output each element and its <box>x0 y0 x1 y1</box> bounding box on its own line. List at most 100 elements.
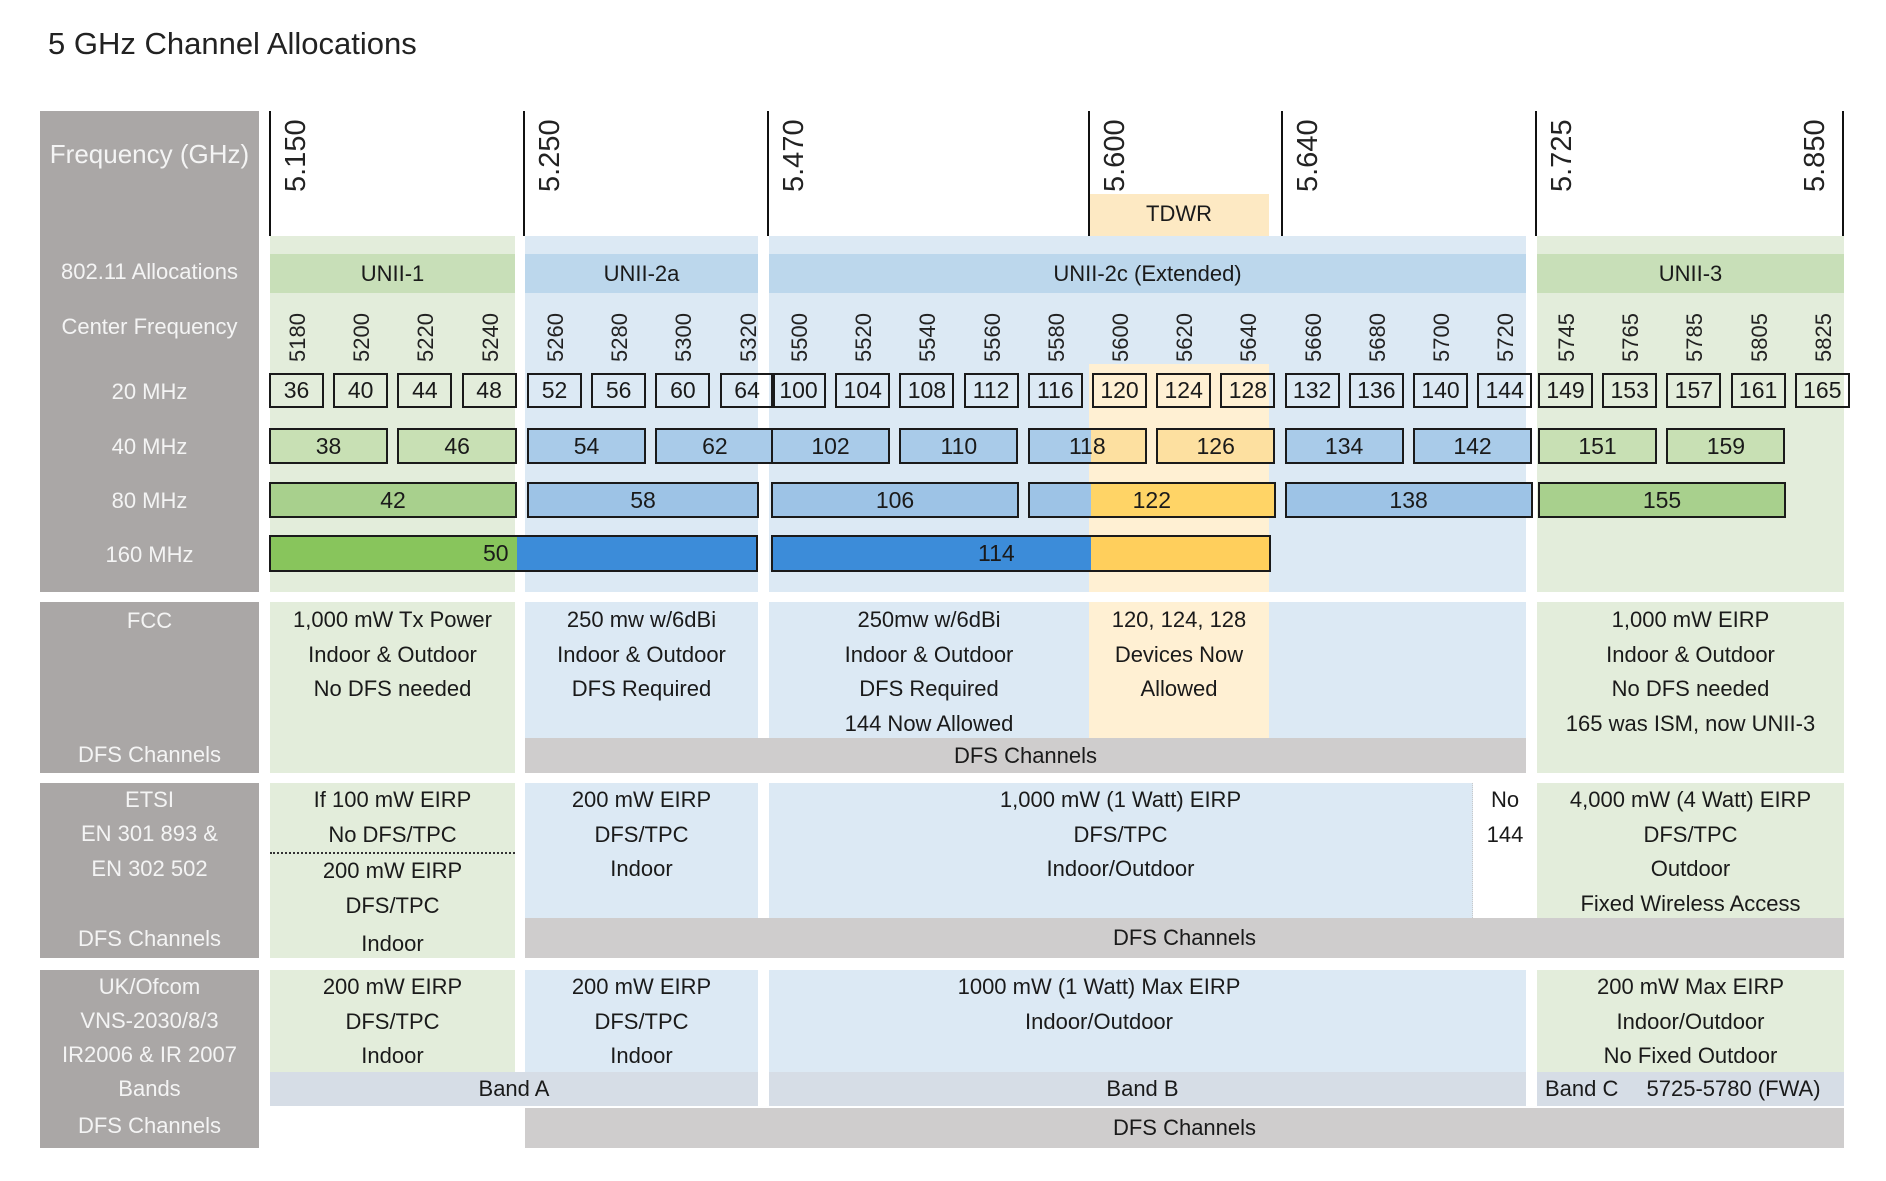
channel-20mhz: 124 <box>1156 373 1212 408</box>
frequency-marker-label: 5.725 <box>1546 119 1578 192</box>
uk-unii3-cell: 200 mW Max EIRP Indoor/Outdoor No Fixed … <box>1537 970 1844 1072</box>
etsi-no144-line: 144 <box>1486 821 1524 847</box>
uk-unii2c-line: 1000 mW (1 Watt) Max EIRP <box>957 974 1241 999</box>
channel-number: 40 <box>347 377 374 403</box>
frequency-marker-label: 5.850 <box>1799 119 1831 192</box>
channel-number: 106 <box>875 486 915 513</box>
center-frequency-label: 5620 <box>1172 313 1198 362</box>
uk-unii3-line: 200 mW Max EIRP <box>1596 974 1785 999</box>
tdwr-label: TDWR <box>1089 194 1269 236</box>
frequency-marker-line <box>1088 111 1090 236</box>
center-frequency-label: 5680 <box>1364 313 1390 362</box>
channel-20mhz: 120 <box>1092 373 1147 408</box>
etsi-unii3-line: Fixed Wireless Access <box>1580 890 1801 916</box>
uk-band-a-label: Band A <box>478 1076 550 1101</box>
etsi-unii3-line: DFS/TPC <box>1643 821 1738 847</box>
channel-number: 151 <box>1578 432 1617 459</box>
channel-number: 155 <box>1642 486 1682 513</box>
fcc-unii2c-line: 250mw w/6dBi <box>857 607 1001 632</box>
channel-40mhz: 151 <box>1538 428 1657 464</box>
channel-40mhz: 159 <box>1666 428 1786 464</box>
uk-band-c-label: Band C <box>1545 1076 1619 1101</box>
channel-number: 157 <box>1674 377 1714 403</box>
frequency-marker-line <box>767 111 769 236</box>
label-block-uk: UK/Ofcom VNS-2030/8/3 IR2006 & IR 2007 B… <box>40 970 259 1148</box>
channel-number: 48 <box>476 377 502 403</box>
channel-number: 42 <box>380 486 406 513</box>
channel-number: 120 <box>1100 377 1139 403</box>
label-160mhz: 160 MHz <box>105 542 194 567</box>
channel-20mhz: 161 <box>1730 373 1786 408</box>
center-frequency-label: 5300 <box>671 313 697 362</box>
channel-20mhz: 116 <box>1027 373 1083 408</box>
channel-20mhz: 64 <box>719 373 775 408</box>
channel-number: 38 <box>315 432 342 459</box>
label-uk-dfs: DFS Channels <box>77 1113 222 1138</box>
channel-number: 124 <box>1164 377 1203 403</box>
channel-20mhz: 132 <box>1284 373 1340 408</box>
label-uk-3: IR2006 & IR 2007 <box>62 1042 237 1067</box>
etsi-unii2c-cell: 1,000 mW (1 Watt) EIRP DFS/TPC Indoor/Ou… <box>769 783 1473 918</box>
channel-80mhz: 106 <box>771 482 1019 518</box>
fcc-unii1-cell: 1,000 mW Tx Power Indoor & Outdoor No DF… <box>270 602 515 773</box>
channel-20mhz: 56 <box>591 373 647 408</box>
channel-20mhz: 112 <box>963 373 1019 408</box>
label-uk-2: VNS-2030/8/3 <box>80 1008 219 1033</box>
unii1-column <box>270 236 515 592</box>
uk-unii1-line: Indoor <box>361 1043 424 1068</box>
channel-20mhz: 60 <box>655 373 711 408</box>
center-frequency-label: 5240 <box>477 313 503 362</box>
center-frequency-label: 5600 <box>1108 313 1133 362</box>
fcc-unii2c-line: 144 Now Allowed <box>844 710 1014 736</box>
channel-number: 126 <box>1196 432 1235 459</box>
label-block-etsi: ETSI EN 301 893 & EN 302 502 DFS Channel… <box>40 783 259 958</box>
channel-160mhz: 50 <box>269 535 758 572</box>
uk-unii1-line: DFS/TPC <box>345 1008 440 1034</box>
channel-80mhz: 58 <box>527 482 759 518</box>
center-frequency-label: 5220 <box>413 313 439 362</box>
channel-number: 134 <box>1324 432 1364 459</box>
channel-20mhz: 149 <box>1538 373 1593 408</box>
channel-number: 44 <box>412 377 438 403</box>
center-frequency-label: 5500 <box>787 313 812 362</box>
channel-20mhz: 36 <box>269 373 324 408</box>
etsi-unii2c-line: Indoor/Outdoor <box>1046 856 1195 881</box>
channel-40mhz: 38 <box>269 428 388 464</box>
channel-80mhz: 42 <box>269 482 517 518</box>
center-frequency-label: 5180 <box>285 313 310 362</box>
channel-160mhz: 114 <box>771 535 1271 572</box>
uk-unii3-line: No Fixed Outdoor <box>1603 1043 1778 1068</box>
etsi-unii3-cell: 4,000 mW (4 Watt) EIRP DFS/TPC Outdoor F… <box>1537 783 1844 918</box>
channel-number: 161 <box>1738 377 1778 403</box>
channel-20mhz: 153 <box>1602 373 1658 408</box>
channel-number: 50 <box>483 540 509 566</box>
label-uk-bands: Bands <box>118 1076 181 1101</box>
channel-40mhz: 126 <box>1156 428 1276 464</box>
center-frequency-label: 5520 <box>851 313 877 362</box>
channel-40mhz: 110 <box>899 428 1019 464</box>
uk-dfs-label: DFS Channels <box>1112 1115 1257 1140</box>
uk-unii1-line: 200 mW EIRP <box>322 974 463 999</box>
label-80mhz: 80 MHz <box>111 488 188 513</box>
label-allocations: 802.11 Allocations <box>61 259 238 284</box>
frequency-marker-label: 5.640 <box>1292 119 1324 192</box>
channel-number: 112 <box>972 377 1010 403</box>
channel-number: 142 <box>1453 432 1492 459</box>
fcc-tdwr-cell: 120, 124, 128 Devices Now Allowed <box>1089 602 1269 738</box>
uk-band-b: Band B <box>769 1072 1526 1106</box>
frequency-marker-line <box>1535 111 1537 236</box>
center-frequency-label: 5540 <box>915 313 941 362</box>
frequency-marker-line <box>1842 111 1844 236</box>
channel-number: 104 <box>843 377 882 403</box>
channel-number: 62 <box>702 432 728 459</box>
channel-20mhz: 165 <box>1794 373 1850 408</box>
center-frequency-label: 5805 <box>1746 313 1772 362</box>
channel-80mhz: 138 <box>1284 482 1533 518</box>
label-center-frequency: Center Frequency <box>61 314 238 339</box>
allocation-unii1: UNII-1 <box>270 254 515 293</box>
channel-40mhz: 118 <box>1027 428 1147 464</box>
channel-number: 153 <box>1610 377 1649 403</box>
etsi-unii1-line: If 100 mW EIRP <box>313 787 472 812</box>
channel-number: 138 <box>1389 486 1428 513</box>
uk-dfs-bar: DFS Channels <box>525 1108 1844 1148</box>
